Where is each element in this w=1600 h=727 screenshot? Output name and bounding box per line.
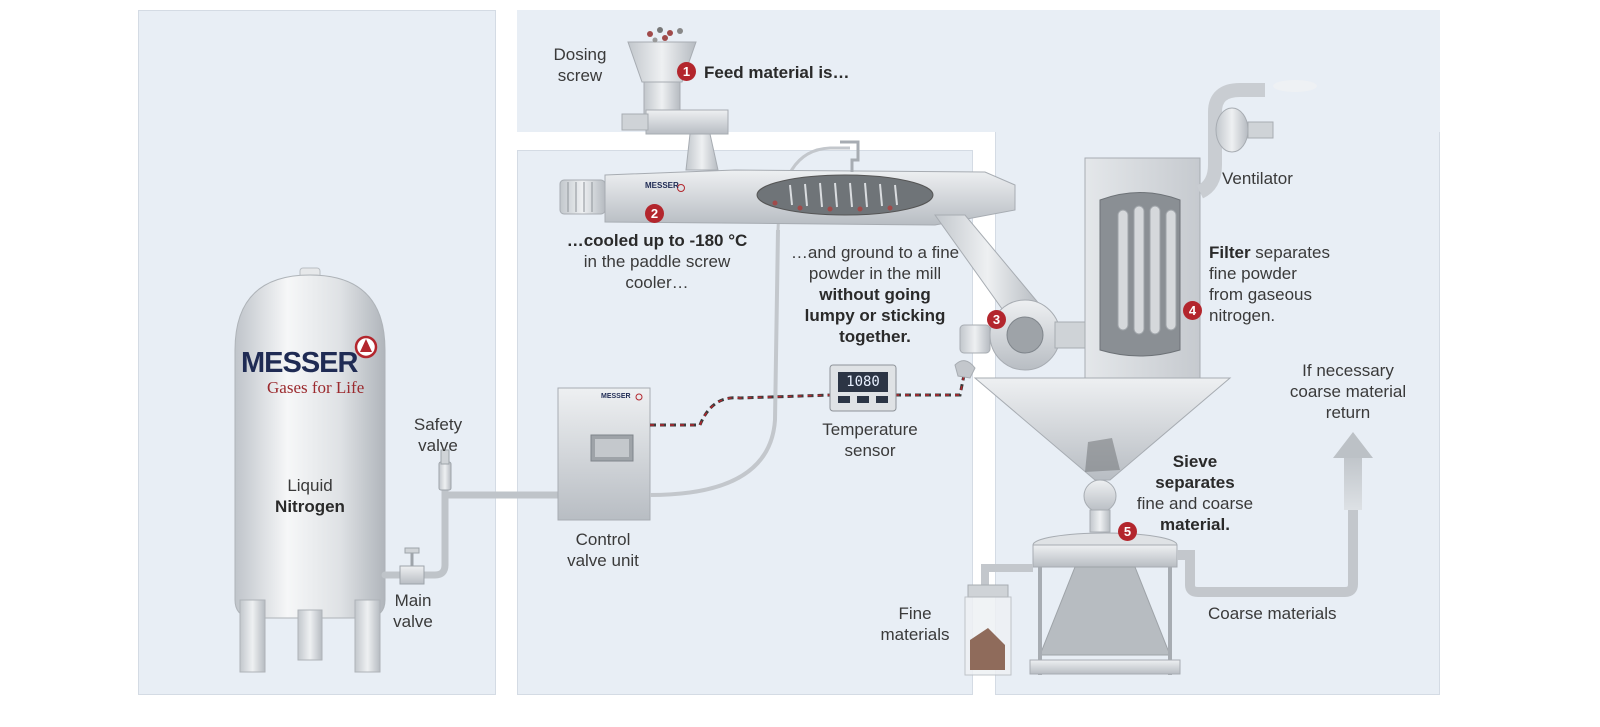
small-messer-logo-icon bbox=[635, 184, 685, 401]
mill bbox=[954, 299, 1086, 379]
cooler-logo: MESSER bbox=[645, 181, 679, 190]
arrow-up-icon bbox=[1333, 432, 1373, 510]
step-4-badge: 4 bbox=[1183, 301, 1202, 320]
sensor-display: 1080 bbox=[846, 374, 880, 390]
brand-logo: MESSER bbox=[241, 347, 358, 379]
messer-logo-icon bbox=[354, 335, 378, 359]
step-5-text: Sieve separates fine and coarse material… bbox=[1136, 452, 1254, 534]
coarse-materials-label: Coarse materials bbox=[1208, 604, 1337, 623]
control-valve-unit bbox=[557, 387, 651, 521]
nitrogen-piping bbox=[381, 466, 562, 579]
control-unit-logo: MESSER bbox=[601, 393, 631, 400]
step-1-badge: 1 bbox=[677, 62, 696, 81]
fine-materials-collector bbox=[964, 564, 1033, 676]
main-valve-label: Main valve bbox=[393, 591, 433, 631]
filter-housing bbox=[1084, 157, 1201, 379]
safety-valve-icon bbox=[438, 449, 452, 491]
fine-materials-label: Fine materials bbox=[880, 604, 950, 644]
temperature-sensor-label: Temperature sensor bbox=[822, 420, 918, 460]
step-2-text: …cooled up to -180 °C in the paddle scre… bbox=[566, 231, 748, 292]
brand-tagline: Gases for Life bbox=[267, 378, 365, 397]
step-4-text: Filter separates fine powder from gaseou… bbox=[1209, 243, 1330, 325]
temperature-sensor bbox=[829, 364, 897, 412]
safety-valve-label: Safety valve bbox=[413, 415, 463, 455]
step-1-text: Feed material is… bbox=[704, 63, 850, 82]
separator-cone bbox=[973, 377, 1232, 481]
return-label: If necessary coarse material return bbox=[1289, 361, 1407, 422]
sensor-cable bbox=[650, 393, 833, 427]
main-valve-icon bbox=[399, 547, 425, 585]
nitrogen-tank bbox=[234, 267, 386, 673]
step-2-badge: 2 bbox=[645, 204, 664, 223]
step-3-badge: 3 bbox=[987, 310, 1006, 329]
ventilator bbox=[1196, 80, 1317, 199]
ventilator-label: Ventilator bbox=[1222, 169, 1293, 188]
tank-label: Liquid Nitrogen bbox=[275, 476, 345, 516]
control-valve-label: Control valve unit bbox=[567, 530, 639, 570]
nitrogen-feed-hose bbox=[649, 229, 780, 497]
sieve bbox=[1029, 479, 1181, 675]
paddle-screw-cooler bbox=[559, 140, 1016, 226]
step-5-badge: 5 bbox=[1118, 522, 1137, 541]
step-3-text: …and ground to a fine powder in the mill… bbox=[790, 243, 960, 346]
coarse-return-pipe bbox=[1177, 510, 1358, 597]
